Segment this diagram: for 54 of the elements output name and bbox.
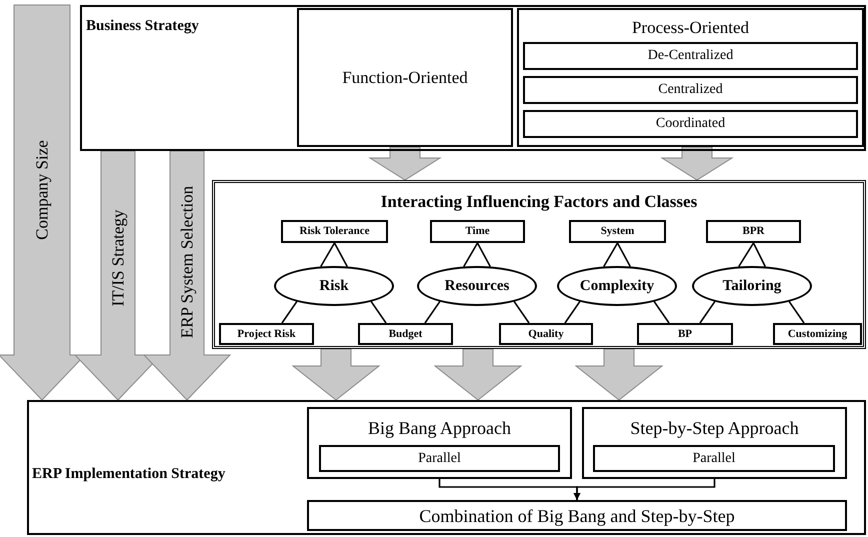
implementation-panel — [27, 400, 866, 535]
class-ellipse: Tailoring — [692, 266, 812, 306]
orientation-box — [517, 8, 864, 147]
combination-box: Combination of Big Bang and Step-by-Step — [307, 500, 847, 531]
strategy-panel — [80, 5, 866, 151]
panel-heading: Business Strategy — [86, 17, 199, 36]
factor-box: System — [569, 220, 666, 243]
connector-line — [463, 241, 491, 267]
option-box: De-Centralized — [523, 42, 858, 70]
panel-heading: Step-by-Step Approach — [629, 417, 800, 440]
class-ellipse: Resources — [417, 266, 537, 306]
block-arrow — [368, 146, 442, 181]
connector-line — [370, 301, 387, 324]
option-box: Parallel — [593, 445, 835, 472]
panel-heading: Big Bang Approach — [367, 417, 512, 440]
class-ellipse: Complexity — [557, 266, 677, 306]
factor-box: Customizing — [773, 323, 862, 345]
factor-box: Risk Tolerance — [281, 220, 388, 243]
factor-box: BP — [637, 323, 733, 345]
arrow-label: Company Size — [34, 140, 50, 240]
connector-line — [699, 301, 716, 324]
connector-line — [603, 241, 631, 267]
block-arrow — [434, 348, 522, 401]
orientation-box: Function-Oriented — [297, 8, 513, 147]
factor-box: Project Risk — [219, 323, 314, 345]
option-box: Coordinated — [523, 110, 858, 138]
factor-box: Budget — [358, 323, 453, 345]
arrow-label: ERP System Selection — [178, 186, 196, 338]
connector-line — [564, 301, 580, 324]
factor-box: Time — [430, 220, 525, 243]
block-arrow — [574, 348, 664, 401]
connector-line — [788, 301, 805, 324]
factor-box: Quality — [499, 323, 593, 345]
option-box: Parallel — [319, 445, 560, 472]
arrow — [574, 479, 716, 500]
approach-box — [582, 407, 847, 479]
panel-heading: Process-Oriented — [630, 17, 750, 39]
factors-panel — [212, 180, 866, 349]
panel-heading: Interacting Influencing Factors and Classes — [380, 191, 698, 213]
option-box: Centralized — [523, 76, 858, 104]
block-arrow — [292, 348, 380, 401]
connector-line — [320, 241, 348, 267]
arrow-label: IT/IS Strategy — [110, 210, 126, 306]
block-arrow — [660, 146, 734, 181]
connector-line — [738, 241, 766, 267]
connector-line — [654, 301, 670, 324]
connector-line — [514, 301, 530, 324]
factor-box: BPR — [706, 220, 801, 243]
connector-line — [424, 301, 440, 324]
connector-line — [281, 301, 298, 324]
panel-heading: ERP Implementation Strategy — [32, 465, 226, 484]
approach-box — [307, 407, 572, 479]
block-arrow — [142, 150, 232, 401]
class-ellipse: Risk — [274, 266, 394, 306]
